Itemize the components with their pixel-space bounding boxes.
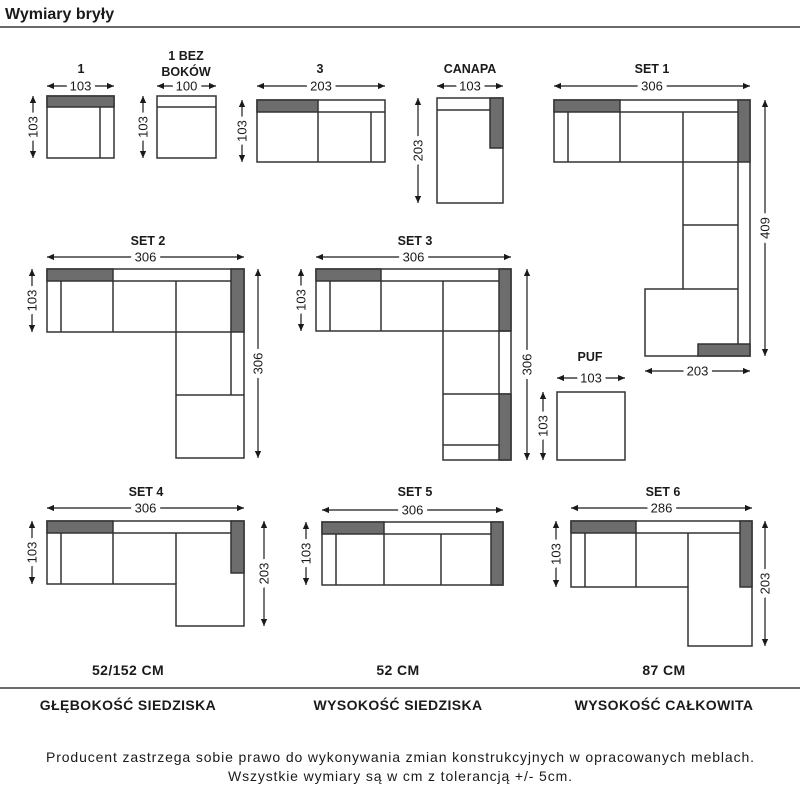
back-cushion	[315, 268, 382, 282]
specifications: 52/152 CM 52 CM 87 CM GŁĘBOKOŚĆ SIEDZISK…	[0, 662, 800, 713]
module-1-bez-bokow: 1 BEZ BOKÓW 100 103	[131, 49, 217, 159]
back-cushion	[46, 95, 115, 108]
module-label: 3	[317, 62, 324, 76]
width-dimension-value: 286	[651, 501, 673, 516]
set-5: SET 5 306 103	[294, 485, 504, 586]
depth-dimension-value: 103	[25, 290, 40, 312]
set-label: SET 1	[635, 62, 670, 76]
set-outline	[570, 520, 753, 647]
side-backrest	[490, 521, 504, 586]
length-dimension-value: 306	[251, 353, 266, 375]
width-dimension-value: 103	[459, 79, 481, 94]
length-dimension-value: 203	[257, 563, 272, 585]
module-3: 3 203 103	[230, 62, 386, 163]
set-outline	[46, 520, 245, 627]
side-backrest	[230, 520, 245, 574]
side-backrest	[498, 268, 512, 332]
module-canapa: CANAPA 103 203	[406, 62, 504, 204]
set-1: SET 1 306 409 203	[553, 62, 777, 383]
side-backrest	[489, 97, 504, 149]
width-dimension-value: 306	[403, 250, 425, 265]
length-dimension-value: 203	[758, 573, 773, 595]
length-dimension-value: 409	[758, 217, 773, 239]
length-dimension-value: 203	[411, 140, 426, 162]
depth-dimension-value: 103	[536, 415, 551, 437]
module-1: 1 103 103	[21, 62, 115, 159]
width-dimension-value: 306	[641, 79, 663, 94]
set-2: SET 2 306 306 103	[20, 234, 270, 459]
back-cushion	[46, 268, 114, 282]
module-outline	[556, 391, 626, 461]
module-label-line2: BOKÓW	[161, 64, 211, 79]
back-cushion	[321, 521, 385, 535]
module-label: 1	[78, 62, 85, 76]
depth-dimension-value: 103	[25, 542, 40, 564]
back-cushion	[46, 520, 114, 534]
side-backrest	[498, 393, 512, 461]
depth-dimension-value: 103	[294, 289, 309, 311]
side-backrest	[737, 99, 751, 163]
set-6: SET 6 286 203 103	[544, 485, 777, 647]
depth-dimension-value: 103	[549, 543, 564, 565]
depth-dimension-value: 103	[299, 543, 314, 565]
back-cushion	[570, 520, 637, 534]
set-label: SET 5	[398, 485, 433, 499]
set-3: SET 3 306 306 103	[289, 234, 539, 461]
side-backrest	[739, 520, 753, 588]
set-outline	[315, 268, 512, 461]
set-outline	[553, 99, 751, 357]
back-cushion	[553, 99, 621, 113]
footer-line-2: Wszystkie wymiary są w cm z tolerancją +…	[228, 768, 572, 784]
module-puf: PUF 103 103	[531, 350, 626, 461]
depth-dimension-value: 103	[26, 116, 41, 138]
side-backrest	[230, 268, 245, 333]
set-label: SET 2	[131, 234, 166, 248]
width-dimension-value: 100	[176, 79, 198, 94]
module-outline	[156, 95, 217, 159]
total-height-label: WYSOKOŚĆ CAŁKOWITA	[575, 696, 754, 713]
seat-depth-value: 52/152 CM	[92, 662, 164, 678]
width-dimension-value: 306	[135, 501, 157, 516]
module-label: CANAPA	[444, 62, 497, 76]
end-backrest	[697, 343, 751, 357]
page-title: Wymiary bryły	[5, 6, 114, 23]
footer-line-1: Producent zastrzega sobie prawo do wykon…	[46, 749, 754, 765]
set-4: SET 4 306 203 103	[20, 485, 276, 627]
width-dimension-value: 103	[580, 371, 602, 386]
seat-depth-label: GŁĘBOKOŚĆ SIEDZISKA	[40, 696, 216, 713]
seat-height-label: WYSOKOŚĆ SIEDZISKA	[314, 696, 483, 713]
set-label: SET 6	[646, 485, 681, 499]
width-dimension-value: 103	[70, 79, 92, 94]
length-dimension-value: 306	[520, 354, 535, 376]
module-label-line1: 1 BEZ	[168, 49, 204, 63]
back-cushion	[256, 99, 319, 113]
set-label: SET 4	[129, 485, 164, 499]
depth-dimension-value: 103	[136, 116, 151, 138]
bottom-width-dimension-value: 203	[687, 364, 709, 379]
footer-note: Producent zastrzega sobie prawo do wykon…	[46, 749, 754, 784]
width-dimension-value: 203	[310, 79, 332, 94]
width-dimension-value: 306	[135, 250, 157, 265]
seat-height-value: 52 CM	[376, 662, 419, 678]
depth-dimension-value: 103	[235, 120, 250, 142]
width-dimension-value: 306	[402, 503, 424, 518]
set-label: SET 3	[398, 234, 433, 248]
total-height-value: 87 CM	[642, 662, 685, 678]
module-label: PUF	[578, 350, 603, 364]
set-outline	[46, 268, 245, 459]
